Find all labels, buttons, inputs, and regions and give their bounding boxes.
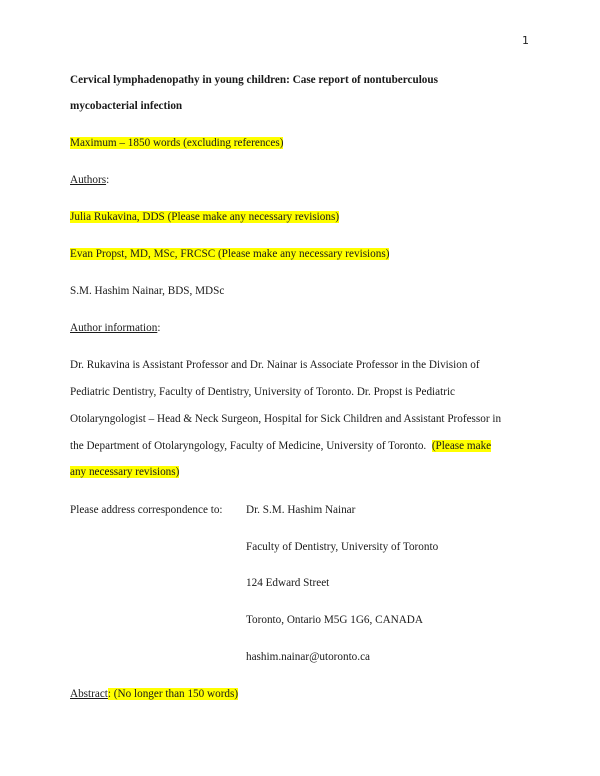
correspondence-address-line: Toronto, Ontario M5G 1G6, CANADA — [246, 614, 423, 626]
author-info-line: the Department of Otolaryngology, Facult… — [70, 439, 492, 453]
correspondence-address-line: Dr. S.M. Hashim Nainar — [246, 504, 356, 516]
title-line-2: mycobacterial infection — [70, 100, 183, 112]
author-info-line-text: the Department of Otolaryngology, Facult… — [70, 440, 432, 452]
author-info-line: Otolaryngologist – Head & Neck Surgeon, … — [70, 413, 502, 425]
word-limit-note: Maximum – 1850 words (excluding referenc… — [70, 136, 284, 150]
author-info-line: any necessary revisions) — [70, 465, 180, 479]
author-revision-note: (Please make any necessary revisions) — [164, 211, 340, 223]
author-name: Julia Rukavina, DDS — [70, 211, 165, 223]
authors-heading-colon: : — [106, 174, 110, 186]
author-name: S.M. Hashim Nainar, BDS, MDSc — [70, 285, 225, 297]
authors-heading: Authors: — [70, 173, 109, 187]
title-line-1: Cervical lymphadenopathy in young childr… — [70, 74, 438, 86]
author-info-heading-label: Author information — [70, 322, 158, 334]
abstract-heading: Abstract: (No longer than 150 words) — [70, 687, 239, 701]
correspondence-label: Please address correspondence to: — [70, 504, 223, 516]
author-revision-note: (Please make any necessary revisions) — [215, 248, 390, 260]
abstract-length-note: : (No longer than 150 words) — [107, 688, 239, 700]
author-entry: S.M. Hashim Nainar, BDS, MDSc — [70, 284, 224, 298]
authors-heading-label: Authors — [70, 174, 107, 186]
word-limit-text: Maximum – 1850 words (excluding referenc… — [70, 137, 284, 149]
author-info-heading-colon: : — [157, 322, 161, 334]
author-info-revision-note: any necessary revisions) — [70, 466, 180, 478]
author-info-line: Dr. Rukavina is Assistant Professor and … — [70, 359, 480, 371]
correspondence-address-line: Faculty of Dentistry, University of Toro… — [246, 541, 439, 553]
correspondence-address-line: 124 Edward Street — [246, 577, 330, 589]
author-info-heading: Author information: — [70, 321, 160, 335]
author-info-revision-note: (Please make — [431, 440, 492, 452]
author-name: Evan Propst, MD, MSc, FRCSC — [70, 248, 216, 260]
page-number: 1 — [522, 34, 529, 47]
abstract-heading-label: Abstract — [70, 688, 108, 700]
correspondence-email: hashim.nainar@utoronto.ca — [246, 651, 371, 663]
author-info-line: Pediatric Dentistry, Faculty of Dentistr… — [70, 386, 456, 398]
author-entry: Julia Rukavina, DDS (Please make any nec… — [70, 210, 340, 224]
author-entry: Evan Propst, MD, MSc, FRCSC (Please make… — [70, 247, 390, 261]
